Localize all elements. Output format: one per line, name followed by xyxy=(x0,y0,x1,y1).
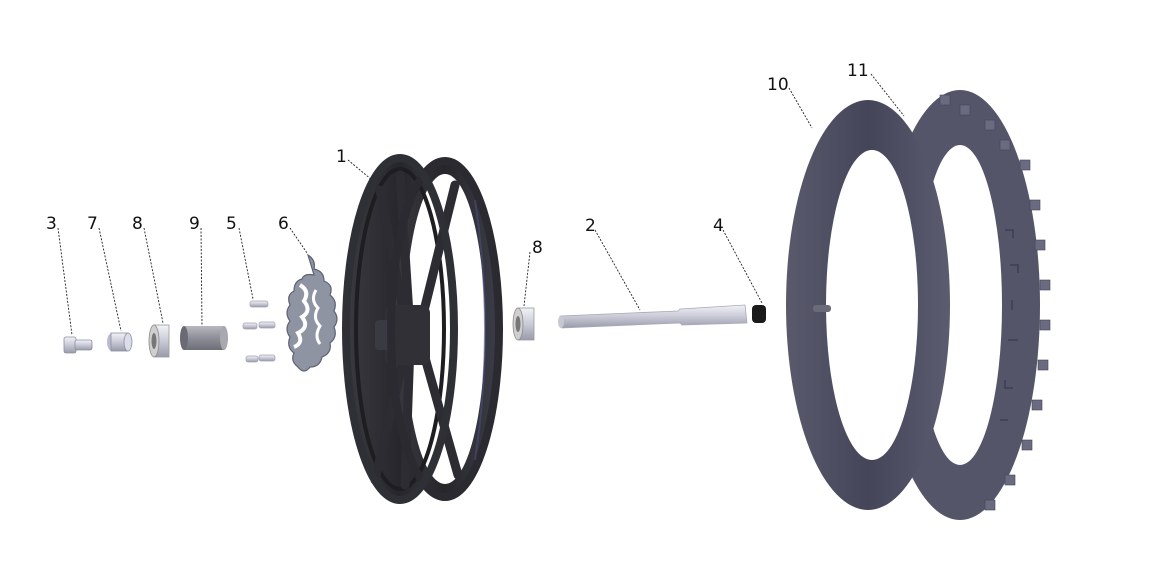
callout-1: 1 xyxy=(336,147,347,167)
axle-bolt-part xyxy=(63,336,93,354)
callout-9: 9 xyxy=(189,214,200,234)
callout-4: 4 xyxy=(713,216,724,236)
brake-disc-part xyxy=(286,253,338,372)
callout-3: 3 xyxy=(46,214,57,234)
leader-lines xyxy=(57,73,905,336)
callout-2: 2 xyxy=(585,216,596,236)
axle-nut-part xyxy=(752,305,766,323)
callout-11: 11 xyxy=(847,61,869,81)
spacer-part xyxy=(107,332,133,352)
inner-tube-part xyxy=(786,100,950,510)
bearing-left-part xyxy=(148,324,170,358)
disc-bolts-part xyxy=(242,300,276,363)
wheel-rim-part xyxy=(342,154,503,504)
callout-6: 6 xyxy=(278,214,289,234)
callout-8-left: 8 xyxy=(132,214,143,234)
bearing-right-part xyxy=(512,307,535,341)
hub-spacer-part xyxy=(180,326,228,350)
callout-7: 7 xyxy=(87,214,98,234)
callout-10: 10 xyxy=(767,75,789,95)
callout-5: 5 xyxy=(226,214,237,234)
axle-part xyxy=(558,304,748,329)
callout-8-right: 8 xyxy=(532,238,543,258)
